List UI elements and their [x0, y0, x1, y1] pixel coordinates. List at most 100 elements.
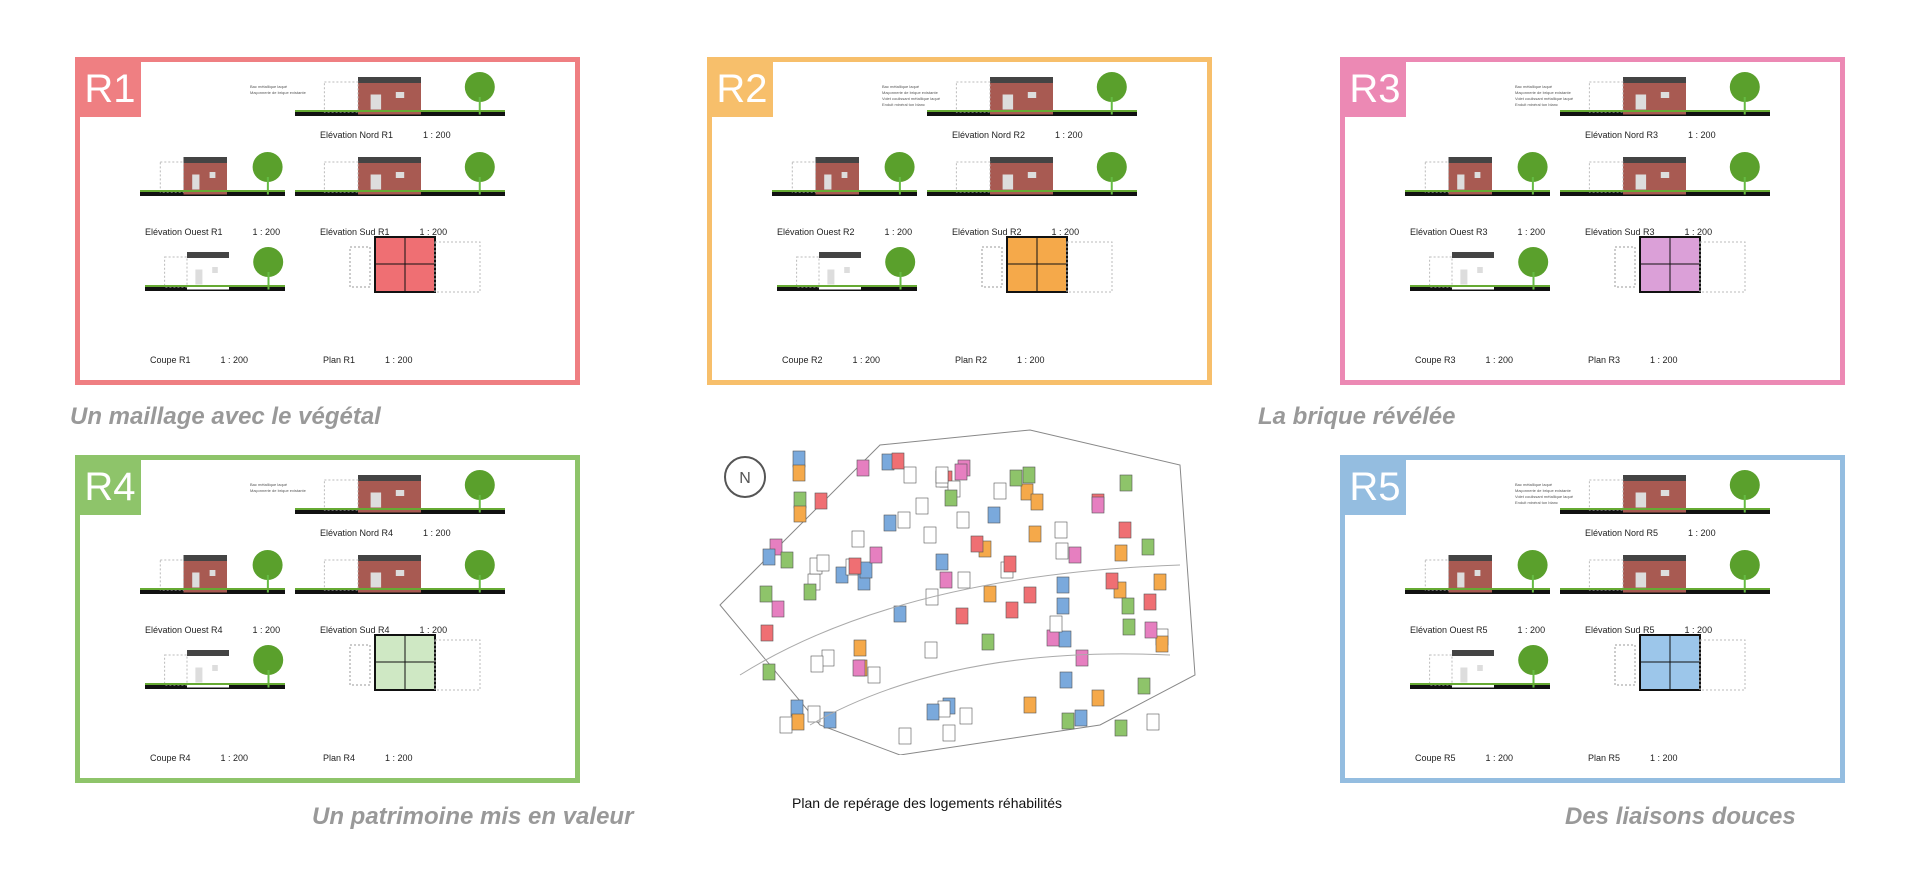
housing-lot[interactable]: [987, 506, 1001, 524]
material-annotation: Enduit minéral ton blanc: [882, 102, 925, 107]
housing-lot[interactable]: [891, 452, 905, 470]
housing-lot[interactable]: [942, 724, 956, 742]
housing-lot[interactable]: [807, 705, 821, 723]
housing-lot[interactable]: [1009, 469, 1023, 487]
housing-lot[interactable]: [993, 482, 1007, 500]
housing-lot[interactable]: [1074, 709, 1088, 727]
housing-lot[interactable]: [867, 666, 881, 684]
housing-lot[interactable]: [1119, 474, 1133, 492]
housing-lot[interactable]: [869, 546, 883, 564]
housing-lot[interactable]: [793, 491, 807, 509]
housing-lot[interactable]: [1105, 572, 1119, 590]
housing-lot[interactable]: [935, 466, 949, 484]
housing-lot[interactable]: [762, 548, 776, 566]
housing-lot[interactable]: [1058, 630, 1072, 648]
housing-lot[interactable]: [1137, 677, 1151, 695]
housing-lot[interactable]: [760, 624, 774, 642]
housing-lot[interactable]: [957, 571, 971, 589]
caption-scale: 1 : 200: [423, 130, 451, 140]
housing-lot[interactable]: [1121, 597, 1135, 615]
housing-lot[interactable]: [821, 649, 835, 667]
housing-lot[interactable]: [1122, 618, 1136, 636]
housing-lot[interactable]: [903, 466, 917, 484]
housing-lot[interactable]: [1046, 629, 1060, 647]
housing-lot[interactable]: [1055, 542, 1069, 560]
housing-lot[interactable]: [1023, 696, 1037, 714]
housing-lot[interactable]: [851, 530, 865, 548]
housing-lot[interactable]: [1114, 719, 1128, 737]
caption-label: Elévation Sud R5: [1585, 625, 1655, 635]
housing-lot[interactable]: [937, 700, 951, 718]
housing-lot[interactable]: [814, 492, 828, 510]
housing-lot[interactable]: [816, 554, 830, 572]
housing-lot[interactable]: [1143, 593, 1157, 611]
housing-lot[interactable]: [853, 639, 867, 657]
housing-lot[interactable]: [856, 459, 870, 477]
housing-lot[interactable]: [1091, 496, 1105, 514]
housing-lot[interactable]: [1114, 544, 1128, 562]
housing-lot[interactable]: [970, 535, 984, 553]
housing-lot[interactable]: [1155, 635, 1169, 653]
housing-lot[interactable]: [926, 703, 940, 721]
housing-lot[interactable]: [1091, 689, 1105, 707]
housing-lot[interactable]: [954, 463, 968, 481]
housing-lot[interactable]: [1056, 576, 1070, 594]
housing-lot[interactable]: [1141, 538, 1155, 556]
housing-lot[interactable]: [1059, 671, 1073, 689]
housing-lot[interactable]: [898, 727, 912, 745]
housing-lot[interactable]: [981, 633, 995, 651]
housing-lot[interactable]: [955, 607, 969, 625]
housing-lot[interactable]: [792, 450, 806, 468]
housing-lot[interactable]: [1030, 493, 1044, 511]
housing-lot[interactable]: [923, 526, 937, 544]
housing-lot[interactable]: [1056, 597, 1070, 615]
housing-lot[interactable]: [792, 464, 806, 482]
housing-lot[interactable]: [983, 585, 997, 603]
housing-lot[interactable]: [1061, 712, 1075, 730]
housing-lot[interactable]: [1028, 525, 1042, 543]
housing-lot[interactable]: [1068, 546, 1082, 564]
housing-lot[interactable]: [1144, 621, 1158, 639]
housing-lot[interactable]: [848, 557, 862, 575]
housing-lot[interactable]: [1118, 521, 1132, 539]
elevation-ouest-drawing: [140, 545, 285, 600]
compass-icon: N: [720, 452, 770, 507]
housing-lot[interactable]: [762, 663, 776, 681]
housing-lot[interactable]: [897, 511, 911, 529]
housing-lot[interactable]: [883, 514, 897, 532]
housing-lot[interactable]: [790, 699, 804, 717]
housing-lot[interactable]: [1003, 555, 1017, 573]
housing-lot[interactable]: [779, 716, 793, 734]
housing-lot[interactable]: [1075, 649, 1089, 667]
housing-lot[interactable]: [852, 659, 866, 677]
housing-lot[interactable]: [1023, 586, 1037, 604]
housing-lot[interactable]: [956, 511, 970, 529]
housing-lot[interactable]: [924, 641, 938, 659]
housing-lot[interactable]: [803, 583, 817, 601]
housing-lot[interactable]: [1020, 483, 1034, 501]
housing-lot[interactable]: [939, 571, 953, 589]
housing-lot[interactable]: [915, 497, 929, 515]
housing-lot[interactable]: [1153, 573, 1167, 591]
housing-lot[interactable]: [935, 553, 949, 571]
housing-lot[interactable]: [810, 655, 824, 673]
housing-lot[interactable]: [859, 561, 873, 579]
site-plan-map[interactable]: [700, 425, 1200, 755]
housing-lot[interactable]: [780, 551, 794, 569]
coupe-drawing: [1410, 242, 1550, 297]
housing-lot[interactable]: [1054, 521, 1068, 539]
housing-lot[interactable]: [1049, 615, 1063, 633]
housing-lot[interactable]: [771, 600, 785, 618]
housing-lot[interactable]: [759, 585, 773, 603]
housing-lot[interactable]: [1022, 466, 1036, 484]
housing-lot[interactable]: [791, 713, 805, 731]
housing-lot[interactable]: [1005, 601, 1019, 619]
housing-lot[interactable]: [959, 707, 973, 725]
housing-lot[interactable]: [793, 505, 807, 523]
caption-label: Coupe R4: [150, 753, 191, 763]
housing-lot[interactable]: [944, 489, 958, 507]
theme-title-vegetal: Un maillage avec le végétal: [70, 403, 381, 430]
housing-lot[interactable]: [893, 605, 907, 623]
housing-lot[interactable]: [1146, 713, 1160, 731]
